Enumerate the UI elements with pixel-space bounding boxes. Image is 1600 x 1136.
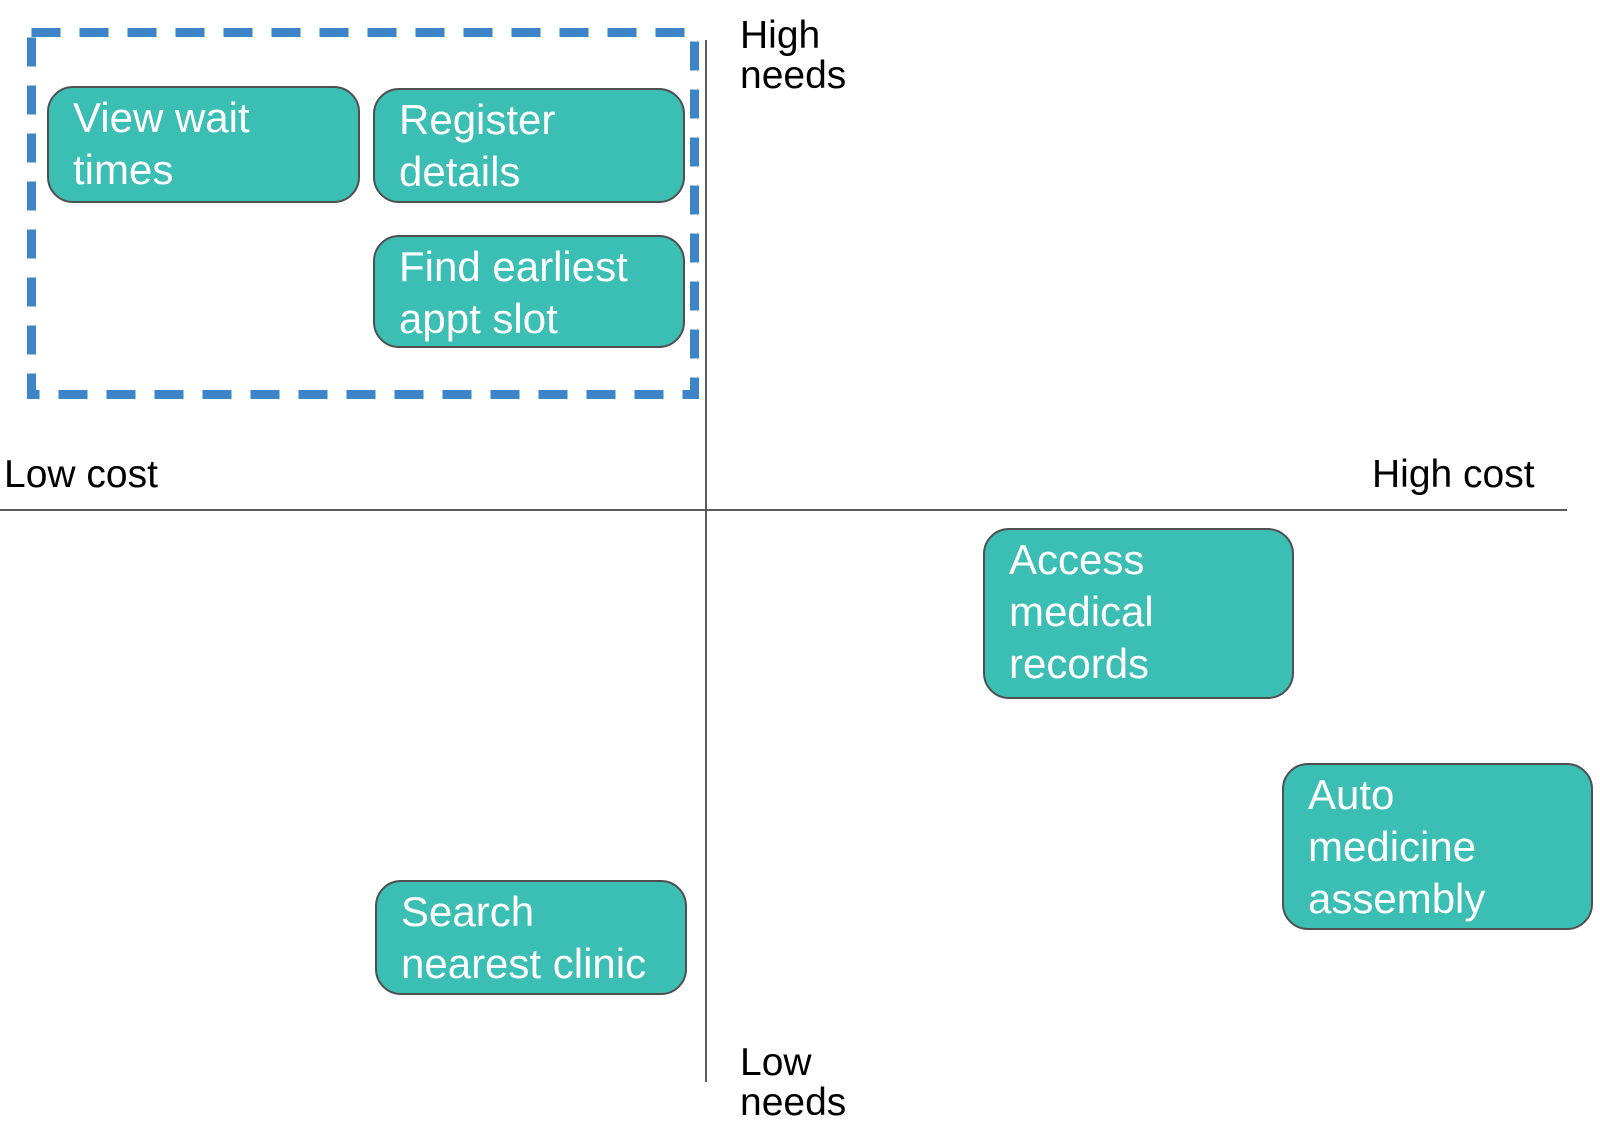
node-auto-medicine-assembly[interactable]: Auto medicine assembly bbox=[1282, 763, 1593, 930]
axis-label-high-needs: High needs bbox=[740, 14, 847, 97]
axis-label-low-cost: Low cost bbox=[4, 453, 158, 496]
node-register-details[interactable]: Register details bbox=[373, 88, 685, 203]
node-access-medical-records[interactable]: Access medical records bbox=[983, 528, 1294, 699]
axis-label-high-cost: High cost bbox=[1372, 453, 1535, 496]
node-find-earliest-appt-slot[interactable]: Find earliest appt slot bbox=[373, 235, 685, 348]
highlight-region-border bbox=[27, 28, 699, 399]
node-view-wait-times[interactable]: View wait times bbox=[47, 86, 360, 203]
node-search-nearest-clinic[interactable]: Search nearest clinic bbox=[375, 880, 687, 995]
axis-label-low-needs: Low needs bbox=[740, 1041, 847, 1124]
